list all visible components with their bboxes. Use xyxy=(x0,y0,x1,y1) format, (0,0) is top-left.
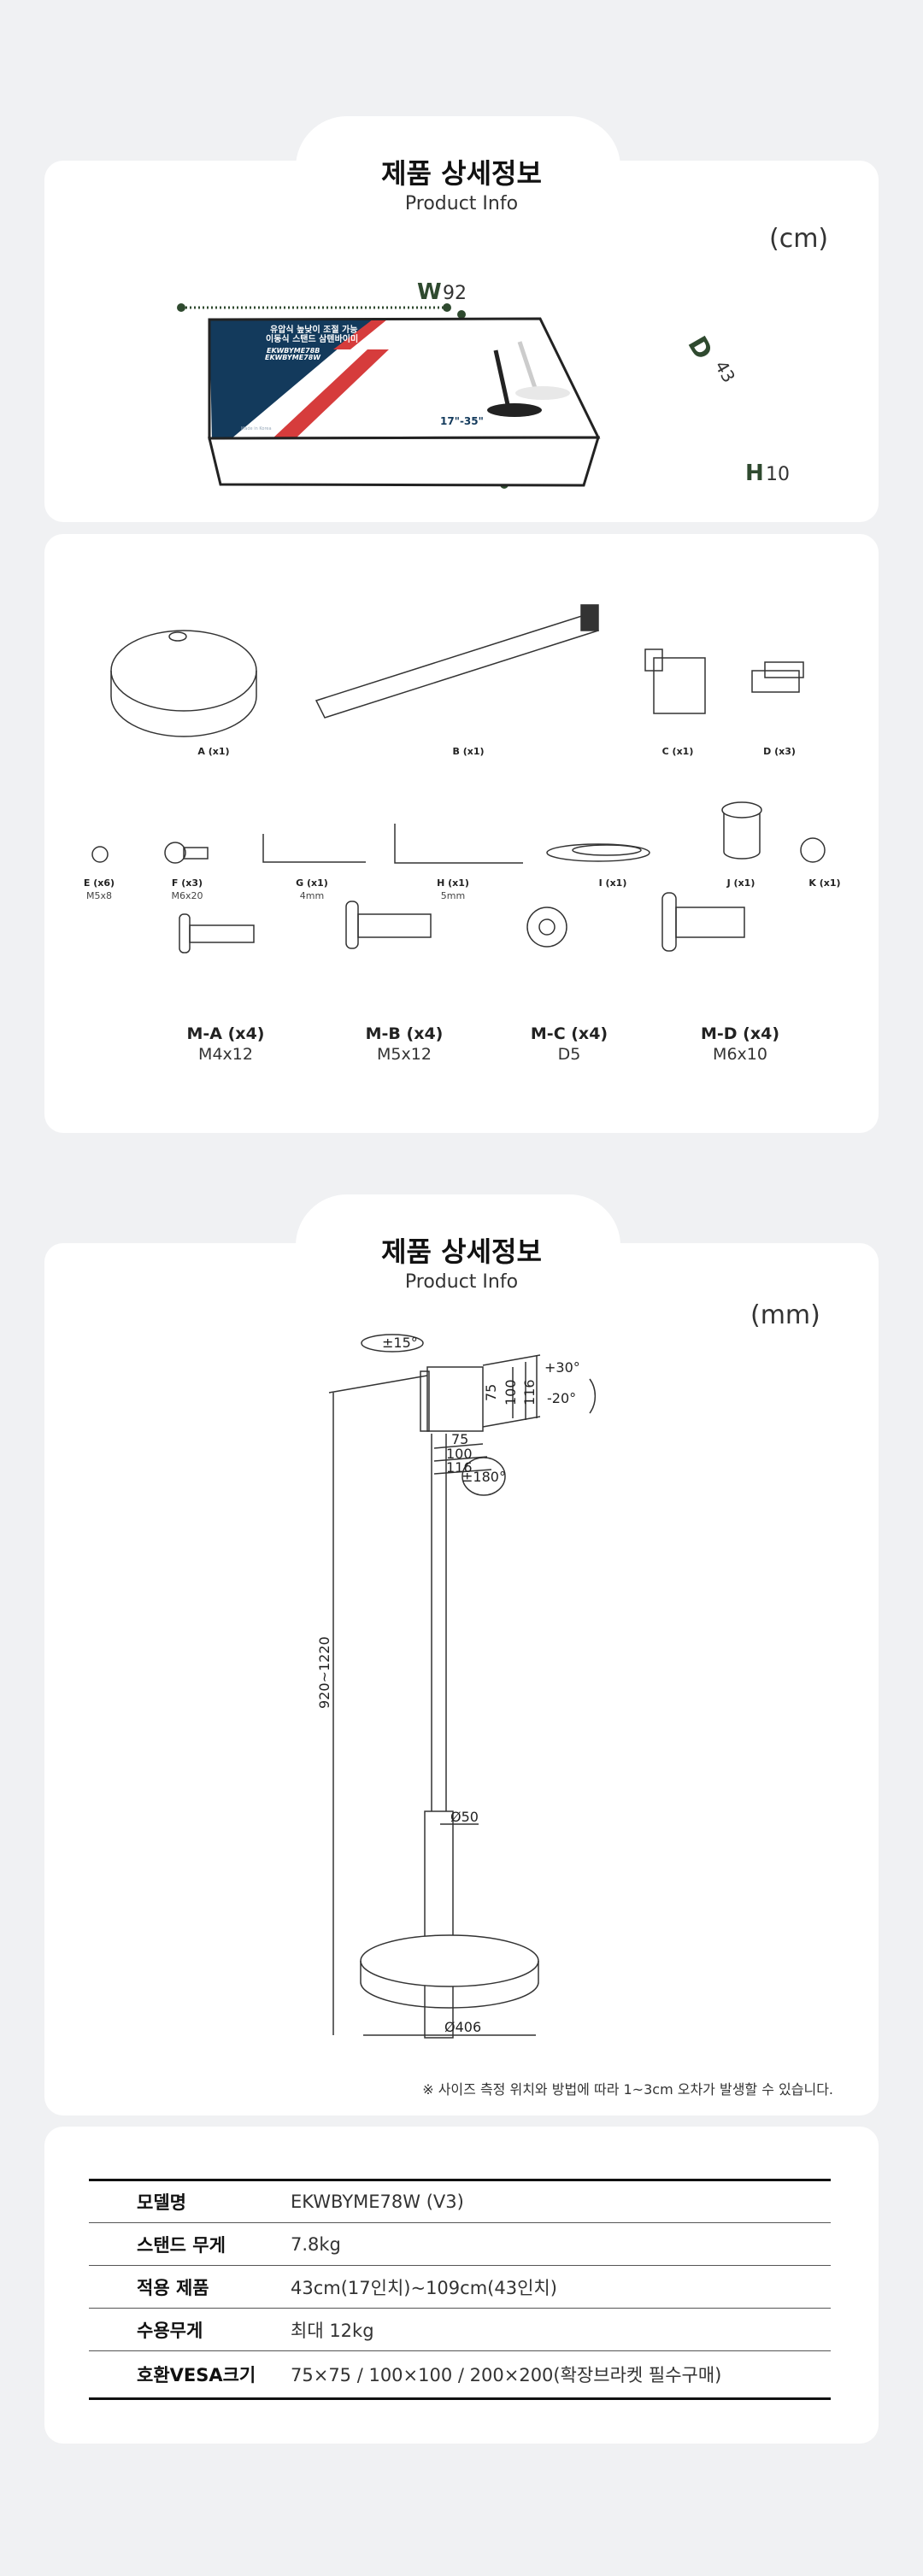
vesa-h100: 100 xyxy=(446,1446,473,1462)
spec-value: EKWBYME78W (V3) xyxy=(291,2179,831,2223)
spec-key: 적용 제품 xyxy=(89,2265,291,2309)
vesa-v100: 100 xyxy=(503,1379,519,1405)
unit-label: (mm) xyxy=(750,1300,820,1330)
section-subtitle: Product Info xyxy=(404,1271,519,1293)
tilt-down-angle: -20° xyxy=(547,1390,576,1406)
spec-key: 모델명 xyxy=(89,2179,291,2223)
part-c-vesa xyxy=(644,648,706,714)
spec-value: 75×75 / 100×100 / 200×200(확장브라켓 필수구매) xyxy=(291,2350,831,2400)
box-headline1: 유압식 높낮이 조절 가능 xyxy=(270,324,357,335)
part-label: F (x3)M6x20 xyxy=(171,877,203,901)
width-label: W xyxy=(417,279,442,305)
part-mc-washer xyxy=(526,907,567,948)
vesa-h116: 116 xyxy=(446,1459,473,1476)
part-label: A (x1) xyxy=(197,746,230,757)
part-label: E (x6)M5x8 xyxy=(83,877,115,901)
part-label: B (x1) xyxy=(452,746,485,757)
spec-value: 7.8kg xyxy=(291,2222,831,2266)
stand-dimension-drawing: ±15° +30° -20° ±180° 75 100 116 75 100 1… xyxy=(316,1334,597,2039)
part-e-screw xyxy=(91,846,109,863)
spec-value: 43cm(17인치)~109cm(43인치) xyxy=(291,2265,831,2309)
measurement-note: ※ 사이즈 측정 위치와 방법에 따라 1~3cm 오차가 발생할 수 있습니다… xyxy=(422,2081,833,2098)
part-label: J (x1) xyxy=(726,877,755,889)
part-label: M-A (x4)M4x12 xyxy=(186,1024,265,1064)
part-f-bolt xyxy=(164,842,209,864)
depth-value: 43 xyxy=(711,357,740,386)
depth-label: D xyxy=(681,332,718,365)
height-range: 920~1220 xyxy=(316,1636,332,1709)
part-label: C (x1) xyxy=(661,746,694,757)
rotate-angle: ±180° xyxy=(462,1469,506,1485)
pole-diameter: Ø50 xyxy=(450,1809,479,1825)
part-md-screw xyxy=(661,892,745,952)
section-title: 제품 상세정보 xyxy=(381,1235,542,1268)
box-model2: EKWBYME78W xyxy=(265,354,321,361)
vesa-v116: 116 xyxy=(521,1379,538,1405)
parts-illustrations xyxy=(91,604,826,954)
part-label: I (x1) xyxy=(598,877,627,889)
tilt-up-angle: +30° xyxy=(544,1359,580,1376)
height-label: H xyxy=(745,461,764,486)
part-label: D (x3) xyxy=(763,746,796,757)
box-made-in: Made in Korea xyxy=(241,426,272,431)
part-label: H (x1)5mm xyxy=(437,877,469,901)
part-label: M-B (x4)M5x12 xyxy=(365,1024,444,1064)
swivel-angle: ±15° xyxy=(382,1335,418,1351)
section-title: 제품 상세정보 xyxy=(381,157,542,190)
part-label: K (x1) xyxy=(808,877,841,889)
part-label: M-C (x4)D5 xyxy=(530,1024,608,1064)
base-diameter: Ø406 xyxy=(444,2019,481,2035)
box-size-range: 17"-35" xyxy=(440,415,484,427)
part-k-cap xyxy=(800,837,826,863)
vesa-h75: 75 xyxy=(451,1431,468,1447)
part-ma-screw xyxy=(179,913,255,954)
spec-key: 수용무게 xyxy=(89,2308,291,2351)
vesa-v75: 75 xyxy=(483,1384,499,1401)
product-box-illustration: 유압식 높낮이 조절 가능 이동식 스탠드 삼텐바이미 EKWBYME78B E… xyxy=(177,279,790,489)
part-b-pole xyxy=(315,604,600,719)
spec-key: 스탠드 무게 xyxy=(89,2222,291,2266)
part-h-hexkey xyxy=(394,824,523,864)
part-i-cable xyxy=(546,843,650,862)
height-value: 10 xyxy=(766,464,790,485)
width-value: 92 xyxy=(443,283,467,304)
spec-value: 최대 12kg xyxy=(291,2308,831,2351)
box-model1: EKWBYME78B xyxy=(267,347,320,355)
unit-label: (cm) xyxy=(769,224,829,254)
part-a-base xyxy=(110,630,257,737)
part-mb-screw xyxy=(345,901,432,949)
part-g-hexkey xyxy=(262,834,366,863)
part-d-clip xyxy=(751,661,804,693)
box-headline2: 이동식 스탠드 삼텐바이미 xyxy=(266,333,358,344)
part-label: G (x1)4mm xyxy=(296,877,328,901)
spec-key: 호환VESA크기 xyxy=(89,2350,291,2400)
part-j-sleeve xyxy=(721,801,762,860)
part-label: M-D (x4)M6x10 xyxy=(700,1024,780,1064)
section-subtitle: Product Info xyxy=(404,193,519,214)
